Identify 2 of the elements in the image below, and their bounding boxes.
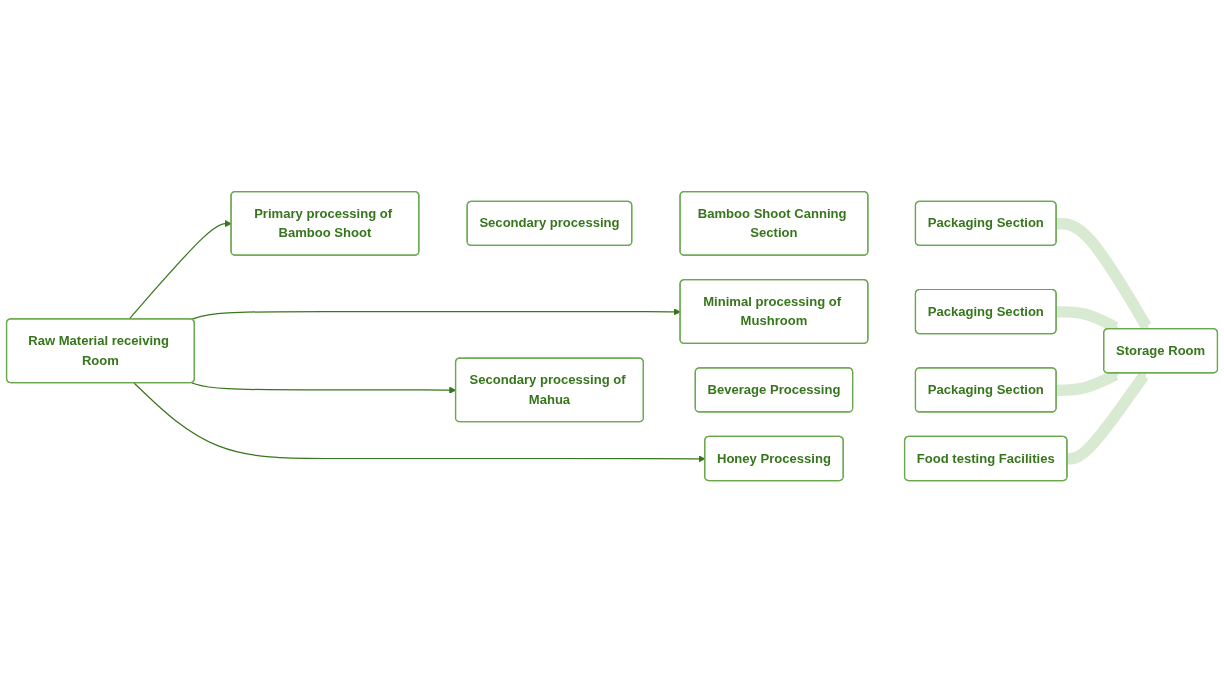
arrow — [191, 308, 681, 321]
arrow — [128, 220, 232, 321]
